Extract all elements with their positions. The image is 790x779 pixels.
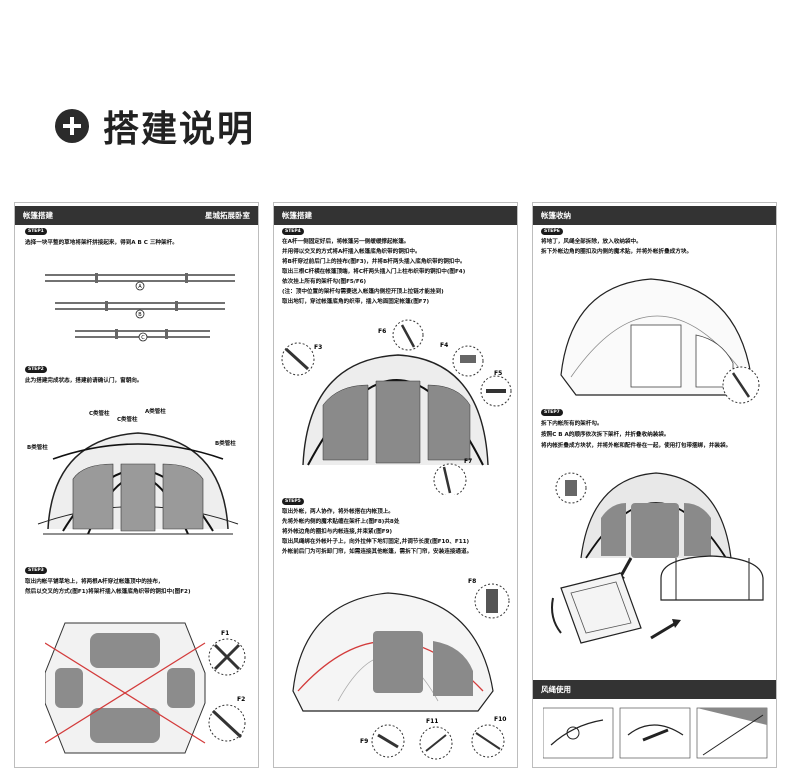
guy-rope-illustration bbox=[543, 705, 768, 761]
pack-up-illustration bbox=[541, 458, 773, 658]
fig-label-f8: F8 bbox=[468, 578, 476, 585]
label-a-pole: A类管柱 bbox=[145, 407, 166, 415]
step3-line2: 然后以交叉的方式(图F1)将架杆插入帐篷底角织带的铜扣中(图F2) bbox=[25, 588, 191, 597]
pole-label-a: A bbox=[138, 284, 142, 290]
step4-line7: 取出地钉，穿过帐篷底角的织带，插入地面固定帐篷(图F7) bbox=[282, 298, 429, 307]
step4-line2: 并用得以交叉的方式将A杆插入帐篷底角织带的铜扣中。 bbox=[282, 248, 421, 257]
step7-line1: 拆下内帐所有的架杆勾。 bbox=[541, 420, 603, 429]
panel-header-title: 帐篷收纳 bbox=[541, 210, 571, 221]
panel-header-title: 帐篷搭建 bbox=[282, 210, 312, 221]
step4-line4: 取出三根C杆横在帐篷顶端，将C杆两头插入门上柱布织带的铜扣中(图F4) bbox=[282, 268, 465, 277]
panel-tent-setup-1: 帐篷搭建 星城拓展卧室 STEP1 选择一块平整的草地将架杆拼接起来，得到A B… bbox=[14, 202, 259, 768]
step5-line1: 取出外帐，两人协作，将外帐搭在内帐顶上。 bbox=[282, 508, 394, 517]
step5-line3: 将外帐边角的圈扣与内帐连接,并束紧(图F9) bbox=[282, 528, 392, 537]
step4-badge: STEP4 bbox=[282, 228, 304, 235]
step6-badge: STEP6 bbox=[541, 228, 563, 235]
page-title: 搭建说明 bbox=[103, 100, 255, 152]
panel-header: 帐篷搭建 bbox=[274, 206, 517, 225]
step5-badge: STEP5 bbox=[282, 498, 304, 505]
step4-line3: 将B杆穿过前后门上的挂布(图F3)，并将B杆两头插入底角织带的铜扣中。 bbox=[282, 258, 466, 267]
rope-section-header: 风绳使用 bbox=[533, 680, 776, 699]
section-title-row: 搭建说明 bbox=[55, 103, 255, 149]
tent-frame-illustration bbox=[33, 419, 243, 549]
label-c-pole-top: C类管柱 bbox=[89, 409, 110, 417]
pole-label-c: C bbox=[141, 335, 145, 341]
step4-line6: (注：顶中位置的架杆勾需要送入帐篷内侧控开顶上拉链才能挂到) bbox=[282, 288, 444, 297]
step7-line2: 按照C B A的顺序依次拆下架杆，并折叠收纳装袋。 bbox=[541, 431, 669, 440]
fig-label-f3: F3 bbox=[314, 344, 322, 351]
step2-text: 此为搭建完成状态，搭建前请确认门，窗朝向。 bbox=[25, 377, 142, 386]
outer-tent-illustration: F8 F9 F11 F10 bbox=[278, 571, 516, 765]
step7-badge: STEP7 bbox=[541, 409, 563, 416]
fig-label-f9: F9 bbox=[360, 738, 368, 745]
rope-section-title: 风绳使用 bbox=[541, 684, 571, 695]
fig-label-f5: F5 bbox=[494, 370, 502, 377]
step5-line5: 外帐前后门为可拆卸门帘，如需连接其他帐篷，需拆下门帘，安装连接通道。 bbox=[282, 548, 472, 557]
step6-line1: 将地丁，风绳全部拆除，放入收纳袋中。 bbox=[541, 238, 642, 247]
fig-label-f4: F4 bbox=[440, 342, 448, 349]
pole-label-b: B bbox=[138, 312, 142, 318]
step3-badge: STEP3 bbox=[25, 567, 47, 574]
fig-label-f10: F10 bbox=[494, 716, 506, 723]
inner-tent-flat-illustration: F1 F2 bbox=[45, 613, 259, 763]
fig-label-f2: F2 bbox=[237, 696, 245, 703]
panel-tent-setup-2: 帐篷搭建 STEP4 在A杆一侧固定好后，将帐篷另一侧缓缓撑起帐篷。 并用得以交… bbox=[273, 202, 518, 768]
panel-header-title: 帐篷搭建 bbox=[23, 210, 53, 221]
step2-badge: STEP2 bbox=[25, 366, 47, 373]
fig-label-f6: F6 bbox=[378, 328, 386, 335]
step1-text: 选择一块平整的草地将架杆拼接起来，得到A B C 三种架杆。 bbox=[25, 239, 178, 248]
panel-header: 帐篷搭建 星城拓展卧室 bbox=[15, 206, 258, 225]
outer-tent-storage-illustration bbox=[551, 265, 773, 413]
poles-illustration: A B C bbox=[35, 265, 245, 345]
fig-label-f1: F1 bbox=[221, 630, 229, 637]
fig-label-f11: F11 bbox=[426, 718, 438, 725]
step1-badge: STEP1 bbox=[25, 228, 47, 235]
inner-tent-assembly-illustration: F3 F6 F4 F5 F7 bbox=[278, 315, 516, 495]
step3-line1: 取出内帐平铺草地上，将两根A杆穿过帐篷顶中的挂布， bbox=[25, 578, 164, 587]
step7-line3: 将内帐折叠成方块状，并将外帐和配件卷在一起，使用打包带捆绑，并装袋。 bbox=[541, 442, 731, 451]
panel-tent-storage: 帐篷收纳 STEP6 将地丁，风绳全部拆除，放入收纳袋中。 拆下外帐边角的圈扣及… bbox=[532, 202, 777, 768]
fig-label-f7: F7 bbox=[464, 458, 472, 465]
step4-line5: 依次挂上所有的架杆勾(图F5/F6) bbox=[282, 278, 366, 287]
plus-circle-icon bbox=[55, 109, 89, 143]
step4-line1: 在A杆一侧固定好后，将帐篷另一侧缓缓撑起帐篷。 bbox=[282, 238, 409, 247]
step6-line2: 拆下外帐边角的圈扣及内侧的魔术贴，并将外帐折叠成方块。 bbox=[541, 248, 692, 257]
panel-header: 帐篷收纳 bbox=[533, 206, 776, 225]
step5-line2: 先将外帐内侧的魔术贴缠在架杆上(图F8)共8处 bbox=[282, 518, 399, 527]
step5-line4: 取出风绳绑在外帐叶子上，向外拉伸下地钉固定,并调节长度(图F10、F11) bbox=[282, 538, 469, 547]
panel-header-subtitle: 星城拓展卧室 bbox=[205, 210, 250, 221]
